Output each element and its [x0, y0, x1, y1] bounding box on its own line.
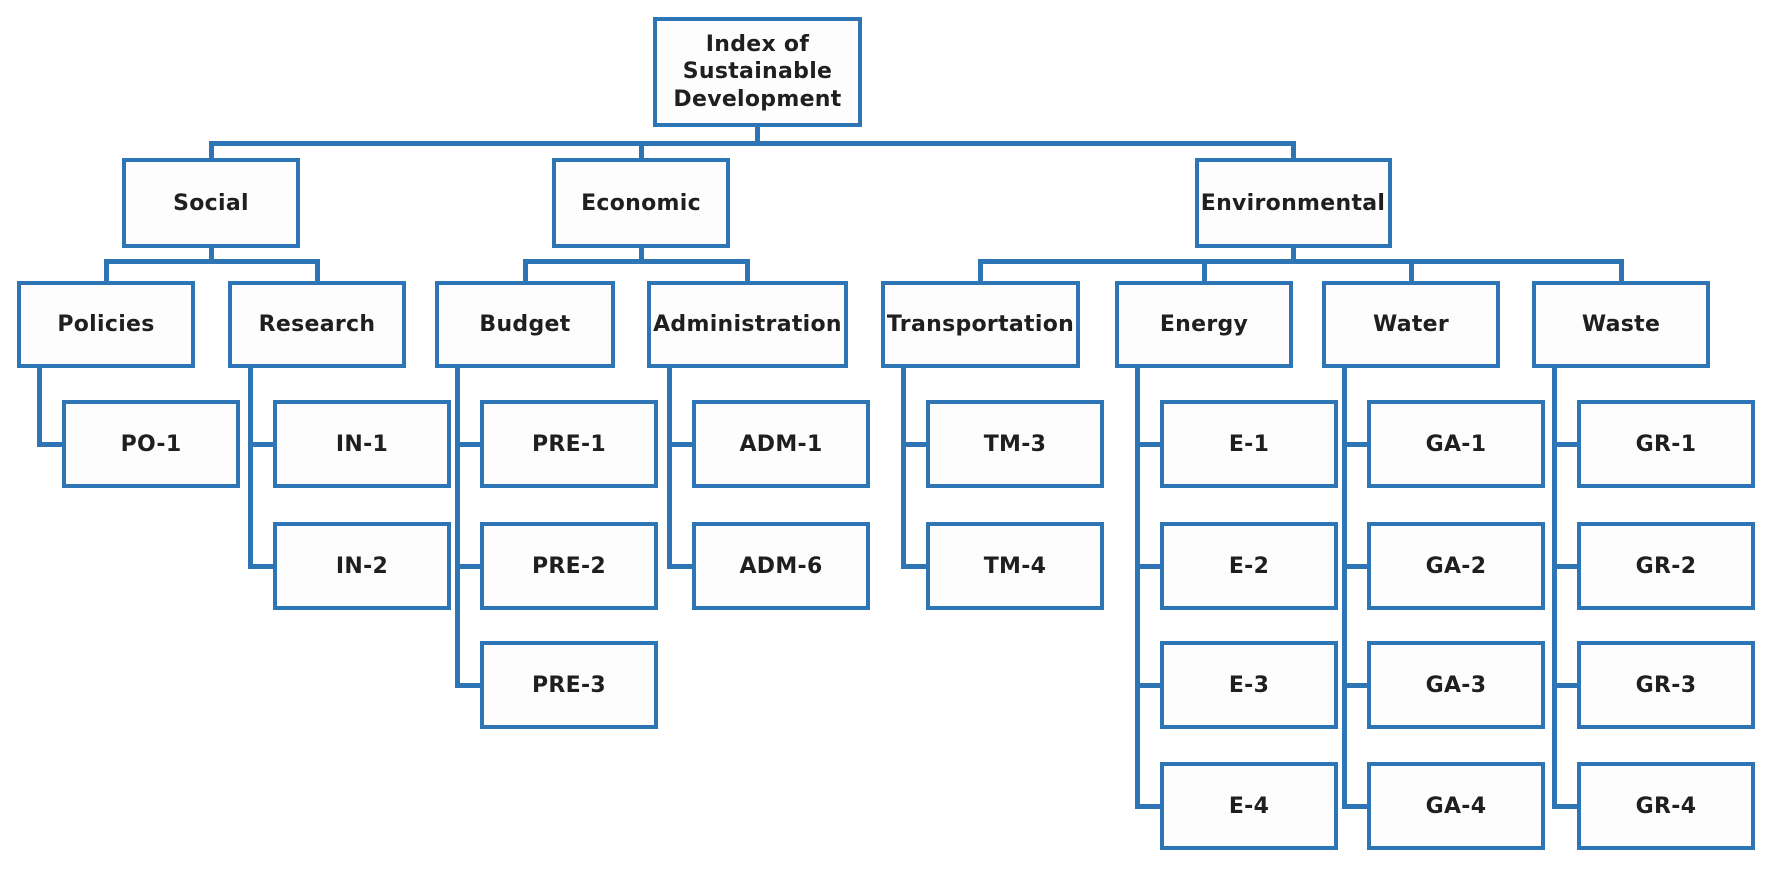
- node-budget: Budget: [435, 281, 615, 368]
- connector-branch-stub: [208, 141, 214, 162]
- connector-leaf-stub: [1552, 682, 1585, 688]
- connector-leaf-drop: [37, 367, 42, 447]
- node-e-1: E-1: [1160, 400, 1338, 488]
- connector-leaf-stub: [455, 563, 488, 569]
- node-pre-1: PRE-1: [480, 400, 658, 488]
- connector-leaf-stub: [248, 563, 281, 569]
- node-gr-4: GR-4: [1577, 762, 1755, 850]
- connector-leaf-stub: [1135, 441, 1168, 447]
- node-po-1: PO-1: [62, 400, 240, 488]
- node-gr-1: GR-1: [1577, 400, 1755, 488]
- connector-child-stub: [1408, 259, 1414, 285]
- node-tm-3: TM-3: [926, 400, 1104, 488]
- root-label-line: Development: [673, 86, 842, 112]
- connector-leaf-stub: [667, 563, 700, 569]
- connector-leaf-stub: [1135, 803, 1168, 809]
- node-e-4: E-4: [1160, 762, 1338, 850]
- connector-leaf-stub: [1342, 563, 1375, 569]
- connector-child-stub: [522, 259, 528, 285]
- node-in-2: IN-2: [273, 522, 451, 610]
- connector-child-stub: [314, 259, 320, 285]
- connector-leaf-stub: [1552, 803, 1585, 809]
- connector-child-stub: [1201, 259, 1207, 285]
- node-social: Social: [122, 158, 300, 248]
- connector-leaf-stub: [248, 441, 281, 447]
- connector-leaf-stub: [901, 563, 934, 569]
- node-transportation: Transportation: [881, 281, 1080, 368]
- node-gr-2: GR-2: [1577, 522, 1755, 610]
- connector-leaf-stub: [1342, 441, 1375, 447]
- connector-leaf-drop: [1135, 367, 1140, 809]
- connector-leaf-stub: [1552, 563, 1585, 569]
- root-label-line: Index of: [705, 31, 810, 57]
- node-ga-2: GA-2: [1367, 522, 1545, 610]
- connector-child-stub: [978, 259, 983, 285]
- connector-branch-stub: [1290, 141, 1296, 162]
- connector-leaf-drop: [1552, 367, 1557, 809]
- node-pre-3: PRE-3: [480, 641, 658, 729]
- connector-leaf-drop: [901, 367, 906, 569]
- connector-leaf-stub: [455, 682, 488, 688]
- connector-leaf-drop: [667, 367, 672, 569]
- connector-children-line: [522, 259, 750, 264]
- connector-leaf-stub: [1135, 682, 1168, 688]
- root-label-line: Sustainable: [682, 59, 833, 85]
- connector-trunk: [208, 141, 1296, 146]
- connector-leaf-drop: [248, 367, 253, 569]
- connector-child-stub: [103, 259, 109, 285]
- node-in-1: IN-1: [273, 400, 451, 488]
- node-administration: Administration: [647, 281, 848, 368]
- connector-leaf-stub: [37, 441, 70, 447]
- node-economic: Economic: [552, 158, 730, 248]
- connector-branch-down: [208, 248, 214, 264]
- node-e-3: E-3: [1160, 641, 1338, 729]
- connector-leaf-stub: [1342, 803, 1375, 809]
- connector-leaf-stub: [1552, 441, 1585, 447]
- node-adm-6: ADM-6: [692, 522, 870, 610]
- connector-child-stub: [1618, 259, 1624, 285]
- connector-leaf-drop: [455, 367, 460, 688]
- connector-leaf-stub: [667, 441, 700, 447]
- connector-branch-stub: [638, 141, 644, 162]
- connector-leaf-stub: [901, 441, 934, 447]
- node-research: Research: [228, 281, 406, 368]
- node-ga-4: GA-4: [1367, 762, 1545, 850]
- connector-leaf-drop: [1342, 367, 1347, 809]
- node-energy: Energy: [1115, 281, 1293, 368]
- node-environmental: Environmental: [1194, 158, 1392, 248]
- connector-leaf-stub: [1342, 682, 1375, 688]
- connector-root-drop: [755, 126, 760, 146]
- node-pre-2: PRE-2: [480, 522, 658, 610]
- node-waste: Waste: [1532, 281, 1710, 368]
- node-tm-4: TM-4: [926, 522, 1104, 610]
- node-policies: Policies: [17, 281, 195, 368]
- node-water: Water: [1322, 281, 1500, 368]
- connector-branch-down: [638, 248, 644, 264]
- node-gr-3: GR-3: [1577, 641, 1755, 729]
- node-ga-3: GA-3: [1367, 641, 1545, 729]
- connector-leaf-stub: [1135, 563, 1168, 569]
- connector-branch-down: [1290, 248, 1296, 264]
- connector-child-stub: [745, 259, 750, 285]
- connector-children-line: [103, 259, 320, 264]
- node-ga-1: GA-1: [1367, 400, 1545, 488]
- node-e-2: E-2: [1160, 522, 1338, 610]
- node-adm-1: ADM-1: [692, 400, 870, 488]
- connector-children-line: [978, 259, 1624, 264]
- connector-leaf-stub: [455, 441, 488, 447]
